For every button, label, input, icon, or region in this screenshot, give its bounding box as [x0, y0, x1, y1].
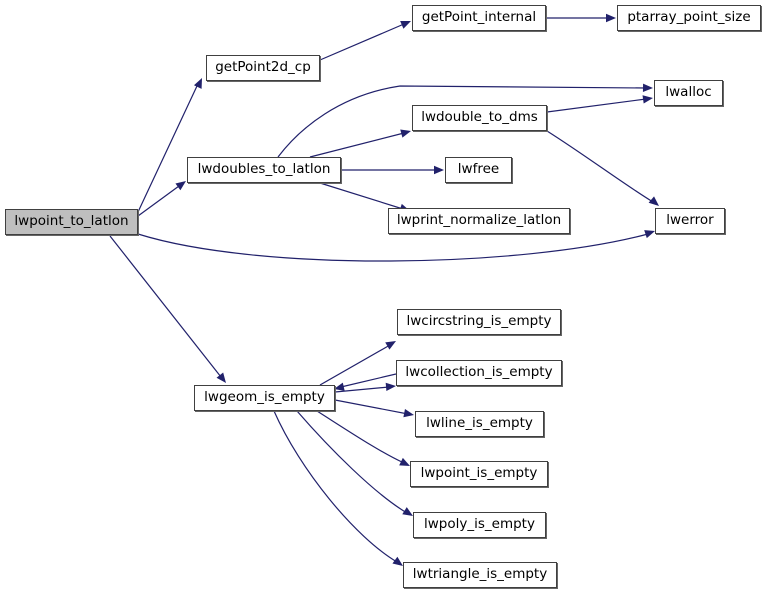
graph-node-lwalloc[interactable]: lwalloc — [654, 80, 723, 106]
arrowhead — [606, 13, 616, 23]
graph-edge-lwcollection_is_empty-to-lwgeom_is_empty — [334, 373, 397, 391]
graph-edge-lwgeom_is_empty-to-lwcircstring_is_empty — [319, 341, 396, 386]
graph-node-lwline_is_empty[interactable]: lwline_is_empty — [415, 411, 544, 437]
graph-edge-lwgeom_is_empty-to-lwpoint_is_empty — [316, 410, 410, 466]
graph-node-label: getPoint_internal — [421, 9, 537, 26]
arrowhead — [642, 95, 653, 104]
graph-node-lwpoly_is_empty[interactable]: lwpoly_is_empty — [413, 512, 546, 538]
graph-edge-lwgeom_is_empty-to-lwtriangle_is_empty — [273, 410, 403, 566]
graph-edge-getPoint_internal-to-ptarray_point_size — [546, 13, 616, 23]
arrowhead — [400, 129, 411, 138]
graph-node-label: lwdoubles_to_latlon — [197, 161, 331, 178]
graph-edge-lwdoubles_to_latlon-to-lwdouble_to_dms — [309, 129, 411, 158]
graph-edge-lwpoint_to_latlon-to-lwgeom_is_empty — [109, 235, 226, 383]
arrowhead — [193, 78, 202, 89]
graph-node-label: getPoint2d_cp — [215, 59, 311, 76]
graph-node-lwdouble_to_dms[interactable]: lwdouble_to_dms — [412, 105, 547, 131]
arrowhead — [400, 21, 411, 29]
graph-node-label: lwgeom_is_empty — [204, 389, 325, 406]
graph-edge-lwpoint_to_latlon-to-getPoint2d_cp — [137, 78, 202, 213]
graph-edge-lwdouble_to_dms-to-lwerror — [546, 130, 659, 206]
graph-node-ptarray_point_size[interactable]: ptarray_point_size — [617, 5, 761, 31]
graph-node-label: lwpoly_is_empty — [424, 516, 535, 533]
graph-node-lwgeom_is_empty[interactable]: lwgeom_is_empty — [194, 385, 335, 411]
graph-node-label: lwtriangle_is_empty — [412, 566, 548, 583]
arrowhead — [434, 165, 444, 175]
graph-node-label: lwline_is_empty — [426, 415, 533, 432]
graph-node-label: lwalloc — [665, 84, 712, 101]
graph-node-lwpoint_to_latlon[interactable]: lwpoint_to_latlon — [5, 209, 138, 235]
graph-edge-getPoint2d_cp-to-getPoint_internal — [319, 21, 411, 61]
graph-node-label: lwprint_normalize_latlon — [396, 212, 562, 229]
graph-node-label: ptarray_point_size — [627, 9, 751, 26]
arrowhead — [403, 408, 414, 418]
graph-node-getPoint2d_cp[interactable]: getPoint2d_cp — [206, 55, 320, 81]
graph-node-lwpoint_is_empty[interactable]: lwpoint_is_empty — [410, 461, 548, 487]
graph-edge-lwgeom_is_empty-to-lwcollection_is_empty — [334, 382, 396, 393]
graph-edge-lwdoubles_to_latlon-to-lwfree — [341, 165, 444, 175]
graph-node-lwfree[interactable]: lwfree — [445, 157, 512, 183]
graph-node-label: lwdouble_to_dms — [421, 109, 538, 126]
arrowhead — [385, 382, 396, 392]
graph-node-lwcircstring_is_empty[interactable]: lwcircstring_is_empty — [397, 309, 561, 335]
graph-edge-lwdouble_to_dms-to-lwalloc — [546, 95, 653, 113]
graph-node-lwcollection_is_empty[interactable]: lwcollection_is_empty — [396, 360, 562, 386]
arrowhead — [642, 83, 653, 93]
graph-node-label: lwpoint_to_latlon — [14, 213, 129, 230]
graph-node-getPoint_internal[interactable]: getPoint_internal — [412, 5, 546, 31]
graph-edge-lwgeom_is_empty-to-lwpoly_is_empty — [296, 410, 413, 516]
arrowhead — [216, 372, 226, 383]
graph-node-label: lwcircstring_is_empty — [406, 313, 552, 330]
graph-node-label: lwerror — [666, 212, 714, 229]
graph-edge-lwgeom_is_empty-to-lwline_is_empty — [334, 399, 414, 418]
graph-node-label: lwfree — [457, 161, 500, 178]
graph-node-label: lwcollection_is_empty — [405, 364, 553, 381]
graph-node-lwerror[interactable]: lwerror — [655, 208, 725, 234]
graph-node-label: lwpoint_is_empty — [420, 465, 538, 482]
arrowhead — [385, 341, 396, 350]
graph-node-lwprint_normalize_latlon[interactable]: lwprint_normalize_latlon — [388, 208, 570, 234]
graph-edge-lwpoint_to_latlon-to-lwdoubles_to_latlon — [137, 181, 186, 217]
graph-node-lwdoubles_to_latlon[interactable]: lwdoubles_to_latlon — [187, 157, 341, 183]
graph-node-lwtriangle_is_empty[interactable]: lwtriangle_is_empty — [403, 562, 557, 588]
